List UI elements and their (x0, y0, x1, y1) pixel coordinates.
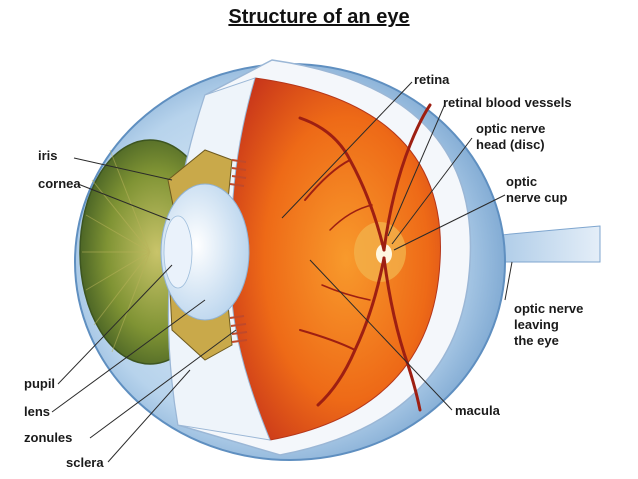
label-pupil: pupil (24, 376, 55, 391)
diagram-title: Structure of an eye (228, 6, 410, 28)
iris-texture (82, 149, 151, 353)
leader-lines (51, 81, 513, 463)
label-optic-nerve-leaving-1: optic nerve (514, 301, 583, 316)
label-optic-nerve-head-2: head (disc) (476, 137, 545, 152)
label-retinal-blood-vessels: retinal blood vessels (443, 95, 572, 110)
label-optic-nerve-cup-1: optic (506, 174, 537, 189)
label-iris: iris (38, 148, 58, 163)
label-optic-nerve-leaving-2: leaving (514, 317, 559, 332)
zonules-fibers (229, 159, 248, 343)
pupil-shape (163, 215, 193, 289)
label-optic-nerve-leaving-3: the eye (514, 333, 559, 348)
label-zonules: zonules (24, 430, 72, 445)
label-sclera: sclera (66, 455, 104, 470)
label-cornea: cornea (38, 176, 81, 191)
label-macula: macula (455, 403, 501, 418)
label-lens: lens (24, 404, 50, 419)
optic-cup-shape (376, 244, 392, 264)
label-optic-nerve-head-1: optic nerve (476, 121, 545, 136)
label-retina: retina (414, 72, 450, 87)
label-optic-nerve-cup-2: nerve cup (506, 190, 567, 205)
retinal-vessels (298, 103, 432, 412)
